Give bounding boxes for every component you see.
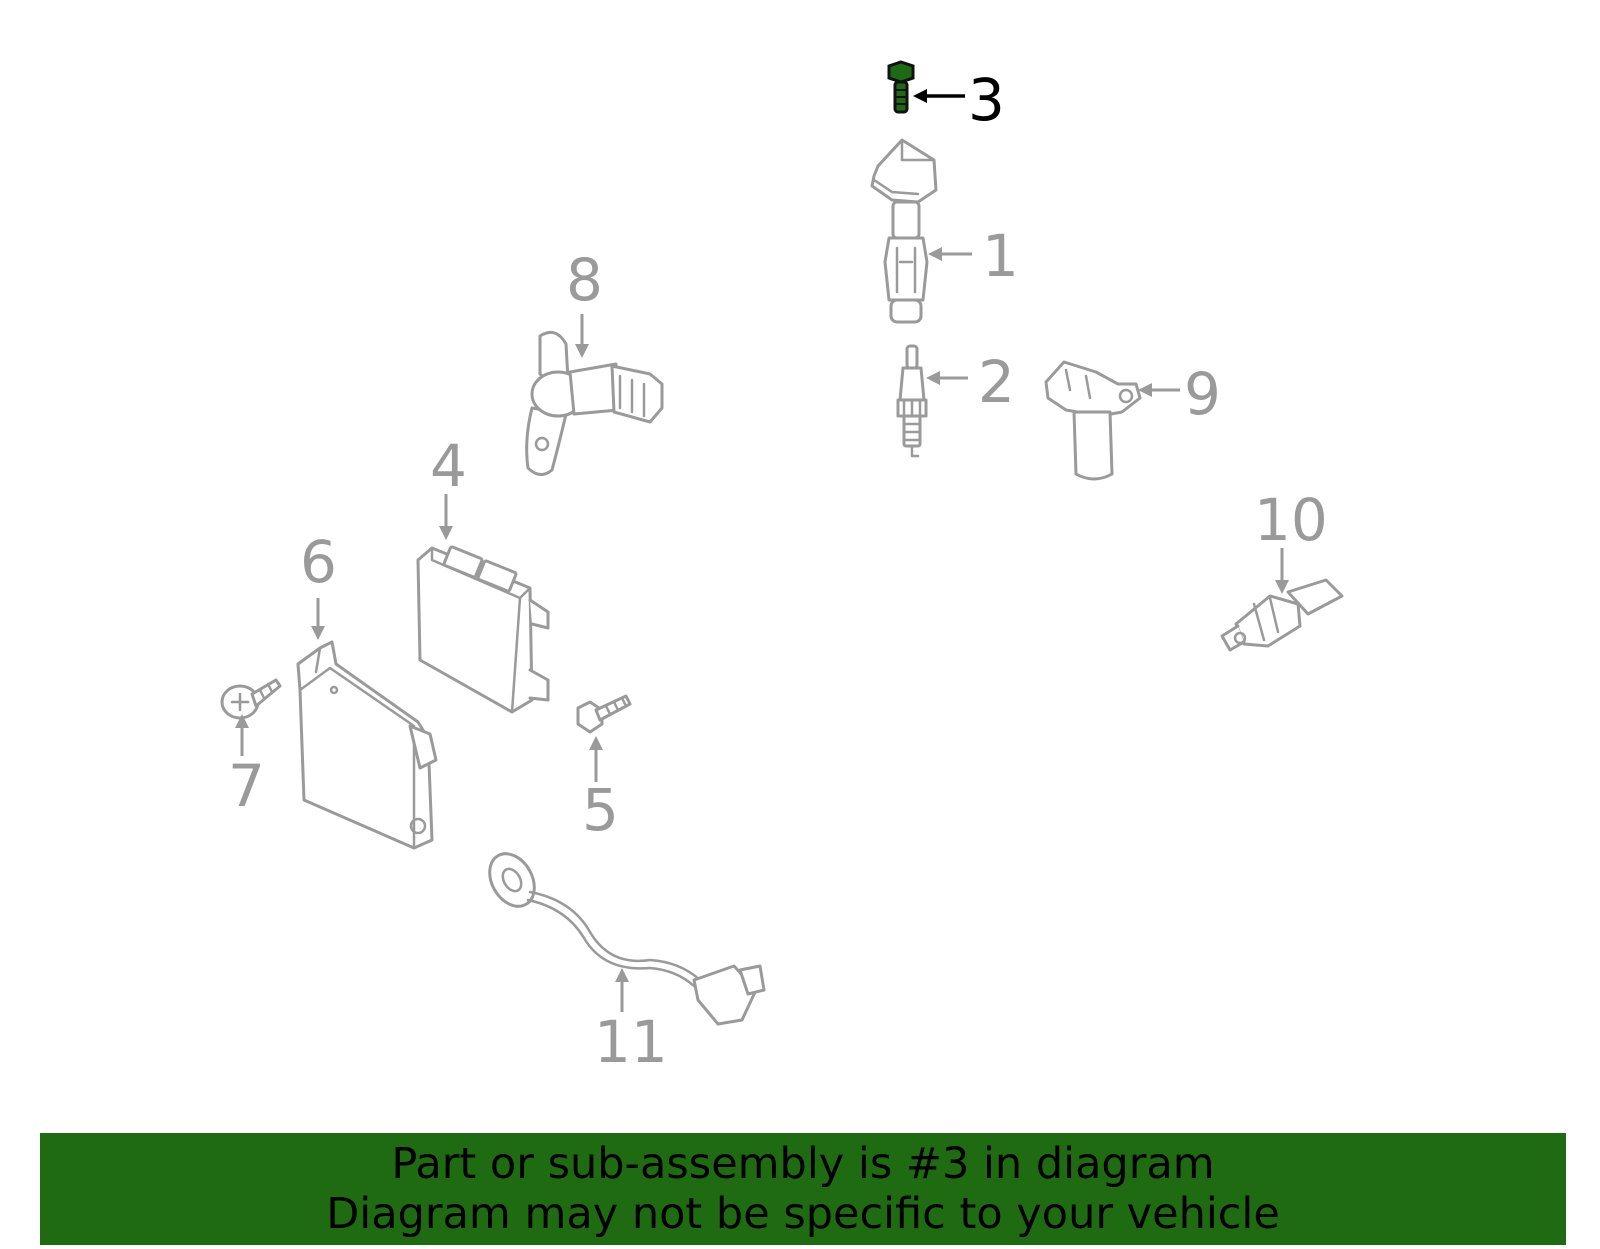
- callout-label-11: 11: [594, 1008, 668, 1076]
- callout-label-4: 4: [430, 432, 467, 500]
- callout-label-2: 2: [978, 348, 1015, 416]
- part-2-spark-plug[interactable]: [896, 344, 928, 458]
- part-4-ecu[interactable]: [416, 545, 550, 714]
- callout-label-9: 9: [1184, 360, 1221, 428]
- callout-2: 2: [926, 348, 1015, 416]
- callout-3: 3: [913, 66, 1005, 134]
- callout-10: 10: [1254, 486, 1328, 594]
- callout-label-3: 3: [968, 66, 1005, 134]
- callout-8: 8: [566, 246, 603, 358]
- callout-11: 11: [594, 968, 668, 1076]
- callout-label-1: 1: [982, 222, 1019, 290]
- callout-label-10: 10: [1254, 486, 1328, 554]
- banner-line-2: Diagram may not be specific to your vehi…: [326, 1189, 1280, 1239]
- part-11-knock-sensor[interactable]: [481, 846, 766, 1026]
- callout-1: 1: [928, 222, 1019, 290]
- part-8-sensor[interactable]: [525, 330, 664, 476]
- part-5-bolt[interactable]: [576, 694, 632, 734]
- callout-9: 9: [1138, 360, 1221, 428]
- part-3-bolt[interactable]: [887, 60, 915, 114]
- info-banner: Part or sub-assembly is #3 in diagram Di…: [40, 1133, 1566, 1245]
- part-6-bracket[interactable]: [296, 640, 438, 850]
- callout-label-7: 7: [228, 752, 265, 820]
- part-1-ignition-coil[interactable]: [870, 138, 938, 324]
- callout-7: 7: [228, 714, 265, 820]
- callout-5: 5: [582, 736, 619, 844]
- part-9-sensor[interactable]: [1044, 360, 1142, 481]
- callout-label-5: 5: [582, 776, 619, 844]
- banner-line-1: Part or sub-assembly is #3 in diagram: [391, 1139, 1215, 1189]
- part-7-screw[interactable]: [220, 678, 282, 720]
- part-10-sensor[interactable]: [1220, 578, 1344, 652]
- callout-label-6: 6: [300, 528, 337, 596]
- callout-6: 6: [300, 528, 337, 640]
- callout-4: 4: [430, 432, 467, 540]
- callout-label-8: 8: [566, 246, 603, 314]
